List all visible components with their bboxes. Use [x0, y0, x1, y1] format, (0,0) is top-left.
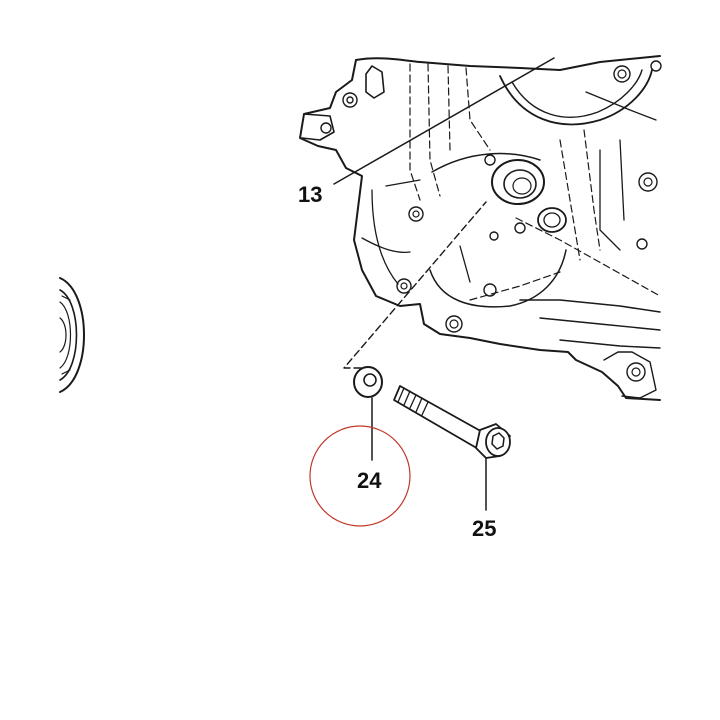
engine-case-drawing: [299, 55, 662, 401]
washer-part: [353, 366, 383, 398]
callout-label-25: 25: [472, 516, 496, 541]
callout-label-13: 13: [298, 182, 322, 207]
left-partial-pulley: [59, 277, 85, 393]
assembly-centerline: [343, 201, 487, 369]
callout-label-24: 24: [357, 468, 382, 493]
bolt-part: [393, 385, 511, 459]
highlight-circle: [309, 425, 411, 527]
leader-line-13: [333, 57, 555, 185]
